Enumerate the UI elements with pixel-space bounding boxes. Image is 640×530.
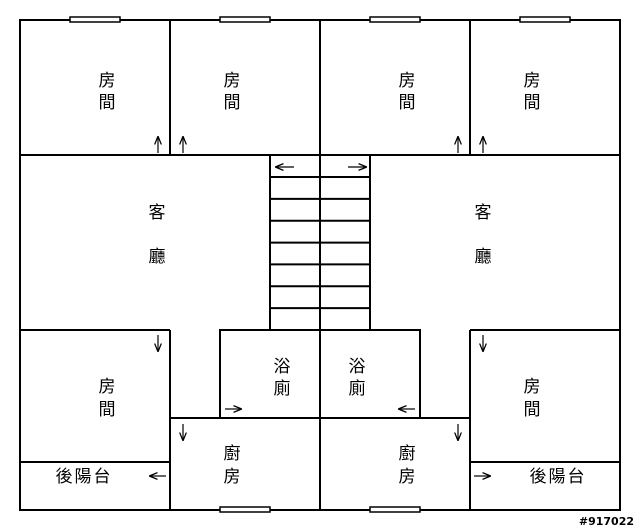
bedroom-label: 間 xyxy=(399,93,416,113)
bedroom-label: 間 xyxy=(524,400,541,420)
walls xyxy=(19,19,621,511)
balcony-label: 後陽台 xyxy=(56,467,113,487)
living-room-label: 廳 xyxy=(149,247,166,267)
window-bedroom-tl2 xyxy=(219,16,271,23)
living-room-label: 客 xyxy=(475,203,492,223)
window-bedroom-tl1 xyxy=(69,16,121,23)
bedroom-label: 房 xyxy=(224,71,241,91)
bedroom-label: 房 xyxy=(524,71,541,91)
room-labels: 房 間 房 間 房 間 房 間 客 廳 客 廳 浴 廁 浴 廁 房 間 房 間 … xyxy=(56,71,587,487)
bathroom-label: 廁 xyxy=(274,378,291,399)
bedroom-label: 房 xyxy=(399,71,416,91)
window-kitchen-right xyxy=(369,506,421,513)
bathroom-label: 浴 xyxy=(349,357,366,377)
living-room-label: 廳 xyxy=(475,247,492,267)
window-kitchen-left xyxy=(219,506,271,513)
stair-steps xyxy=(270,176,370,310)
kitchen-label: 房 xyxy=(399,467,416,487)
kitchen-label: 房 xyxy=(224,467,241,487)
bedroom-label: 房 xyxy=(99,71,116,91)
bathroom-label: 浴 xyxy=(274,357,291,377)
window-bedroom-tr1 xyxy=(369,16,421,23)
kitchen-label: 廚 xyxy=(224,443,241,464)
bedroom-label: 房 xyxy=(524,377,541,397)
bedroom-label: 間 xyxy=(224,93,241,113)
balcony-label: 後陽台 xyxy=(530,467,587,487)
bedroom-label: 間 xyxy=(524,93,541,113)
bedroom-label: 房 xyxy=(99,377,116,397)
bedroom-label: 間 xyxy=(99,93,116,113)
bedroom-label: 間 xyxy=(99,400,116,420)
windows xyxy=(69,16,571,513)
kitchen-label: 廚 xyxy=(399,443,416,464)
window-bedroom-tr2 xyxy=(519,16,571,23)
living-room-label: 客 xyxy=(149,203,166,223)
listing-code: #917022 xyxy=(579,515,634,528)
door-arrows xyxy=(150,137,490,476)
bathroom-label: 廁 xyxy=(349,378,366,399)
